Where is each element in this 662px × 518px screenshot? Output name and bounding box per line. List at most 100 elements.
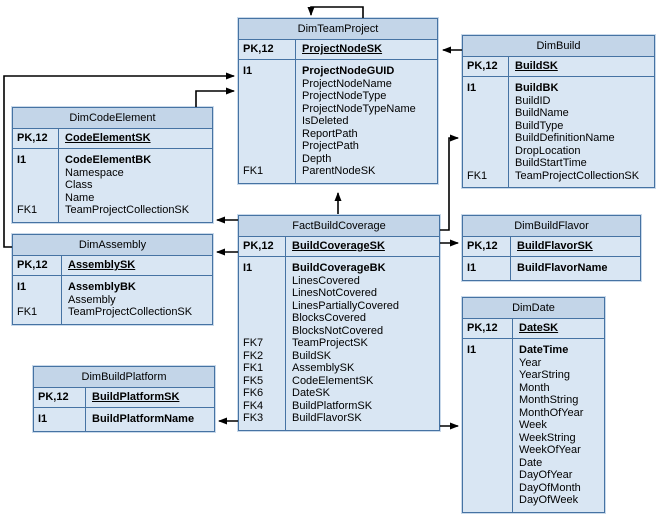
field-name: BlocksCovered	[292, 312, 366, 324]
entity-table-dimassembly[interactable]: DimAssembly PK,12 AssemblySK I1 FK1 Asse…	[12, 234, 213, 325]
field-name: ParentNodeSK	[302, 165, 376, 177]
field-key	[17, 192, 56, 205]
field-key: FK6	[243, 387, 264, 399]
field-key: I1	[467, 262, 477, 274]
table-title: DimCodeElement	[13, 108, 212, 129]
field-name: BuildStartTime	[515, 157, 587, 169]
field-name: ReportPath	[302, 127, 358, 140]
field-key	[467, 407, 510, 420]
field-key	[467, 457, 510, 470]
field-name: BuildID	[515, 94, 551, 107]
field-name: ProjectNodeName	[302, 77, 392, 90]
field-name: ProjectNodeGUID	[302, 65, 395, 77]
field-key	[467, 432, 510, 445]
field-key	[243, 128, 293, 141]
table-title: DimBuildPlatform	[34, 367, 214, 388]
field-name: ProjectPath	[302, 140, 359, 152]
field-key	[17, 167, 56, 180]
field-name: Class	[65, 179, 93, 191]
entity-table-dimbuildflavor[interactable]: DimBuildFlavor PK,12 BuildFlavorSK I1 Bu…	[462, 215, 641, 281]
field-key	[17, 179, 56, 192]
field-key: I1	[467, 344, 477, 356]
field-name: AssemblyBK	[68, 281, 136, 293]
field-name: BuildPlatformSK	[292, 399, 373, 412]
field-name: Date	[519, 456, 543, 469]
field-name: DateTime	[519, 344, 569, 356]
field-name: TeamProjectCollectionSK	[515, 169, 640, 182]
field-name: BuildDefinitionName	[515, 132, 615, 144]
field-name: Year	[519, 356, 542, 369]
field-name: DayOfMonth	[519, 481, 581, 494]
table-title: DimBuildFlavor	[463, 216, 640, 237]
field-key	[467, 469, 510, 482]
primary-key-name: BuildFlavorSK	[517, 240, 593, 252]
field-key	[467, 419, 510, 432]
field-name: BuildBK	[515, 82, 559, 94]
entity-table-dimcodeelement[interactable]: DimCodeElement PK,12 CodeElementSK I1 FK…	[12, 107, 213, 223]
primary-key-row: PK,12 BuildFlavorSK	[463, 237, 640, 257]
field-key	[17, 294, 59, 307]
key-column: I1	[34, 408, 86, 431]
primary-key-name: BuildSK	[515, 60, 558, 72]
relationship-arrow-dimteamproject-parentnodesk-to-dimteamproject	[307, 6, 364, 18]
field-name: DayOfYear	[519, 469, 573, 481]
field-key: I1	[243, 262, 253, 274]
key-tag: PK,12	[239, 237, 286, 256]
field-key	[467, 494, 510, 507]
field-key	[467, 482, 510, 495]
key-column: I1 FK1	[463, 77, 509, 187]
field-key	[243, 325, 283, 338]
field-name: BuildType	[515, 119, 564, 132]
primary-key-name: AssemblySK	[68, 259, 136, 271]
key-tag: PK,12	[463, 57, 509, 76]
field-key: FK5	[243, 374, 264, 387]
field-key: FK4	[243, 399, 264, 412]
relationship-arrow-factbuildcoverage-buildsk-to-dimbuild	[440, 134, 459, 231]
key-tag: PK,12	[463, 237, 511, 256]
field-name: BuildCoverageBK	[292, 262, 386, 274]
field-name: BuildName	[515, 107, 569, 119]
field-key	[467, 369, 510, 382]
field-key: I1	[467, 82, 477, 94]
field-key	[467, 120, 506, 133]
field-name: LinesNotCovered	[292, 287, 377, 299]
primary-key-name: CodeElementSK	[65, 132, 151, 144]
field-name: Week	[519, 419, 547, 431]
field-name: BuildFlavorName	[517, 262, 608, 274]
primary-key-row: PK,12 DateSK	[463, 319, 604, 339]
field-name: MonthOfYear	[519, 406, 584, 419]
entity-table-dimbuildplatform[interactable]: DimBuildPlatform PK,12 BuildPlatformSK I…	[33, 366, 215, 432]
field-key: FK7	[243, 337, 264, 349]
field-key	[467, 357, 510, 370]
field-key: FK1	[17, 306, 38, 318]
primary-key-row: PK,12 ProjectNodeSK	[239, 40, 437, 60]
field-key	[467, 107, 506, 120]
field-key	[467, 145, 506, 158]
field-key	[243, 300, 283, 313]
key-tag: PK,12	[34, 388, 86, 407]
entity-table-factbuildcoverage[interactable]: FactBuildCoverage PK,12 BuildCoverageSK …	[238, 215, 440, 431]
primary-key-row: PK,12 BuildCoverageSK	[239, 237, 439, 257]
primary-key-name: DateSK	[519, 322, 559, 334]
field-name: BlocksNotCovered	[292, 324, 384, 337]
primary-key-name: ProjectNodeSK	[302, 43, 383, 55]
field-key	[243, 78, 293, 91]
entity-table-dimteamproject[interactable]: DimTeamProject PK,12 ProjectNodeSK I1 FK…	[238, 18, 438, 184]
field-key: FK1	[243, 165, 264, 177]
field-key	[243, 140, 293, 153]
field-name: TeamProjectCollectionSK	[65, 204, 190, 216]
field-key: FK3	[243, 412, 264, 424]
field-key	[243, 103, 293, 116]
field-key	[243, 312, 283, 325]
field-name: WeekOfYear	[519, 444, 581, 456]
